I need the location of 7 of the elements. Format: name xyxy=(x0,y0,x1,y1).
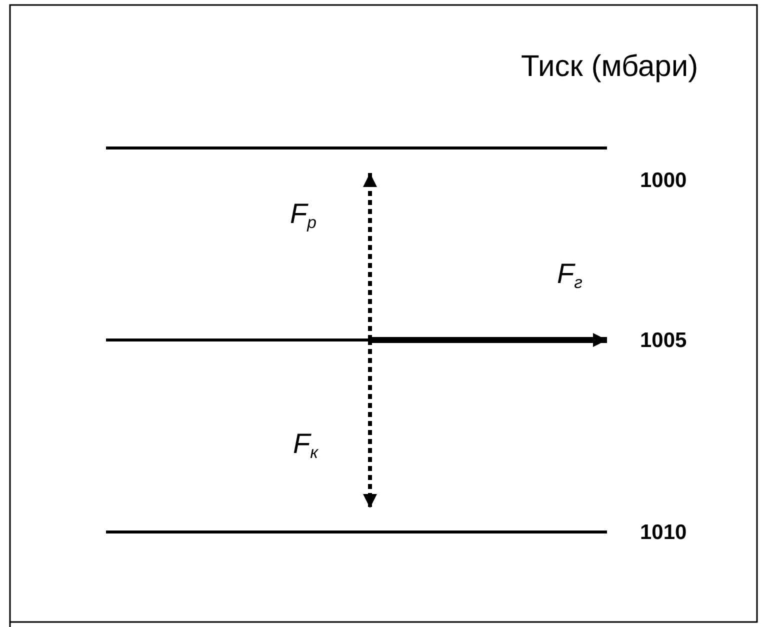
pressure-value: 1000 xyxy=(640,170,687,191)
force-label: F$_{г}$ xyxy=(557,260,582,292)
force-label: F$_{к}$ xyxy=(293,430,318,462)
pressure-value: 1005 xyxy=(640,330,687,351)
axis-title: Тиск (мбари) xyxy=(521,52,698,82)
force-label: F$_{р}$ xyxy=(290,200,316,232)
pressure-value: 1010 xyxy=(640,522,687,543)
